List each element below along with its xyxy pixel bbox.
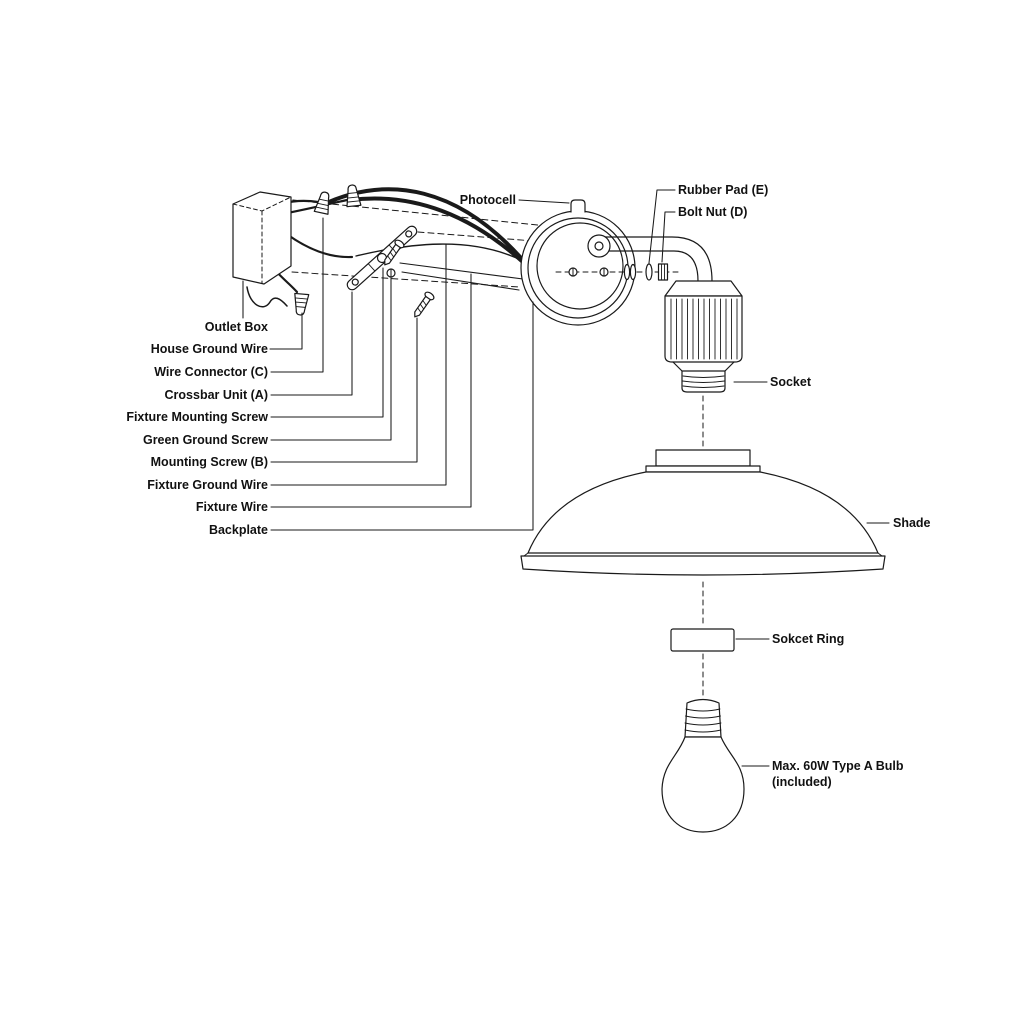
label-house-ground-wire: House Ground Wire	[150, 342, 268, 356]
label-fixture-ground-wire: Fixture Ground Wire	[147, 478, 268, 492]
leader-house-ground-wire	[269, 312, 303, 350]
bulb-drawing	[661, 698, 745, 833]
photocell-drawing	[570, 199, 586, 213]
rubber-pad-drawing	[645, 263, 653, 281]
label-shade: Shade	[893, 516, 931, 530]
socket-drawing	[664, 280, 743, 393]
leader-fixture-mounting-screw	[270, 267, 384, 418]
label-fixture-mounting-screw: Fixture Mounting Screw	[126, 410, 268, 424]
leader-mounting-screw-b	[270, 317, 418, 463]
label-crossbar-unit: Crossbar Unit (A)	[164, 388, 268, 402]
label-backplate: Backplate	[208, 523, 268, 537]
label-rubber-pad: Rubber Pad (E)	[678, 183, 769, 197]
leader-backplate	[270, 301, 534, 531]
arm-drawing	[587, 234, 713, 282]
label-wire-connector: Wire Connector (C)	[154, 365, 268, 379]
leader-photocell	[518, 199, 570, 204]
label-mounting-screw-b: Mounting Screw (B)	[150, 455, 268, 469]
mounting-screw-b-drawing	[414, 291, 435, 318]
wire-connector-top-right	[346, 184, 362, 208]
label-outlet-box: Outlet Box	[204, 320, 268, 334]
wire-connector-bottom	[294, 292, 310, 316]
leader-wire-connector	[270, 217, 324, 373]
shade-drawing	[520, 449, 886, 576]
fastener-row-drawing	[555, 263, 679, 281]
label-fixture-wire: Fixture Wire	[195, 500, 268, 514]
leader-lines	[242, 189, 890, 767]
label-socket: Socket	[770, 375, 811, 389]
wire-connector-top-left	[313, 191, 330, 215]
label-socket-ring: Sokcet Ring	[772, 632, 845, 646]
leader-green-ground-screw	[270, 277, 392, 441]
label-bulb-line1: Max. 60W Type A Bulb	[772, 759, 904, 773]
label-bolt-nut: Bolt Nut (D)	[678, 205, 748, 219]
backplate-drawing	[520, 199, 636, 326]
leader-rubber-pad	[648, 189, 676, 264]
bolt-nut-drawing	[657, 263, 669, 281]
label-bulb-line2: (included)	[772, 775, 832, 789]
wires-drawing	[246, 187, 526, 308]
label-photocell: Photocell	[459, 193, 516, 207]
crossbar-drawing	[346, 225, 418, 291]
green-ground-screw-drawing	[386, 268, 396, 278]
leader-fixture-wire	[270, 273, 472, 508]
label-green-ground-screw: Green Ground Screw	[142, 433, 268, 447]
leader-bolt-nut	[661, 211, 676, 263]
outlet-box-drawing	[232, 191, 292, 285]
leader-crossbar-unit	[270, 291, 353, 396]
leader-fixture-ground-wire	[270, 243, 447, 486]
label-bulb: Max. 60W Type A Bulb (included)	[772, 758, 904, 790]
socket-ring-drawing	[670, 628, 735, 652]
fixture-mounting-screw-drawing	[384, 239, 405, 266]
